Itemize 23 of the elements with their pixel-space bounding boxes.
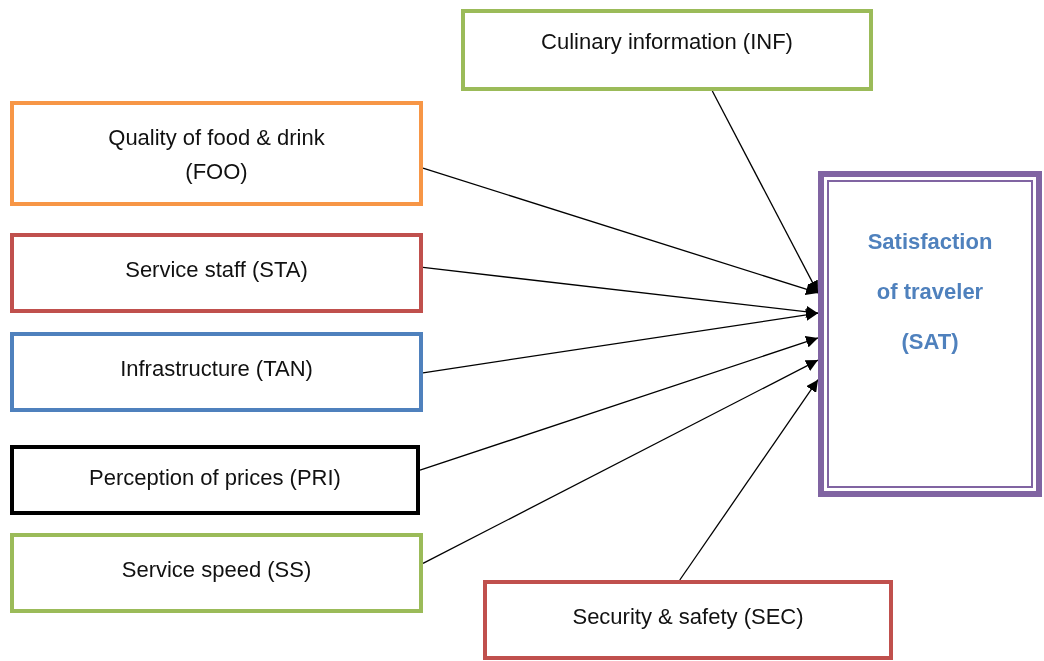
box-label: Perception of prices (PRI) xyxy=(89,464,341,492)
arrow xyxy=(422,309,819,374)
box-label: Service staff (STA) xyxy=(125,256,308,284)
arrow xyxy=(711,90,819,294)
process-box xyxy=(10,332,423,412)
process-box xyxy=(10,445,420,515)
arrow xyxy=(422,266,819,318)
box-label: Service speed (SS) xyxy=(121,556,312,584)
process-box xyxy=(10,533,423,613)
process-box xyxy=(10,101,423,206)
box-label: Security & safety (SEC) xyxy=(572,603,804,631)
arrow xyxy=(679,379,819,581)
box-label: Quality of food & drink (FOO) xyxy=(107,124,326,186)
box-label: Satisfaction of traveler (SAT) xyxy=(866,228,994,356)
arrow xyxy=(419,336,819,471)
process-box xyxy=(10,233,423,313)
process-box xyxy=(483,580,893,660)
process-box xyxy=(461,9,873,91)
box-label: Infrastructure (TAN) xyxy=(120,355,313,383)
box-label: Culinary information (INF) xyxy=(541,28,793,56)
process-box xyxy=(818,171,1042,497)
arrow xyxy=(422,359,819,565)
arrow xyxy=(422,167,819,296)
